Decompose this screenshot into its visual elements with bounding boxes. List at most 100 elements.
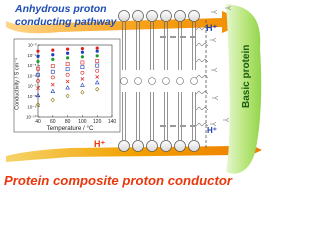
data-point <box>36 86 40 91</box>
membrane-head-top <box>146 10 158 22</box>
data-point <box>35 92 41 98</box>
amine-group <box>210 121 217 127</box>
data-point <box>65 93 70 99</box>
membrane-head-top <box>132 10 144 22</box>
x-tick-label: 100 <box>78 119 87 125</box>
data-point <box>50 69 55 74</box>
hydroxyl-mark <box>170 125 176 127</box>
data-point <box>80 65 85 70</box>
hydroxyl-mark <box>170 36 176 38</box>
graphical-abstract: Basic protein H⁺ H⁺ H⁺ Anhydrous proton … <box>4 3 262 188</box>
amine-group <box>212 95 219 101</box>
chain-junction <box>134 77 142 85</box>
data-point <box>95 63 100 68</box>
hydroxyl-mark <box>190 36 196 38</box>
amine-group <box>223 117 230 123</box>
diagram-canvas: Basic protein H⁺ H⁺ H⁺ Anhydrous proton … <box>4 3 262 188</box>
data-point <box>36 66 40 71</box>
data-point <box>95 54 99 58</box>
data-point <box>50 97 55 103</box>
data-point <box>95 49 99 53</box>
data-point <box>80 82 85 87</box>
membrane-head-top <box>118 10 130 22</box>
data-point <box>35 102 41 108</box>
x-tick-label: 80 <box>65 119 71 125</box>
amine-group <box>211 9 218 15</box>
data-point <box>80 60 85 65</box>
hydroxyl-mark <box>190 125 196 127</box>
data-point <box>50 88 56 93</box>
hydroxyl-mark <box>180 125 186 127</box>
polymer-chains <box>118 10 209 152</box>
chain-junction <box>120 77 128 85</box>
membrane-head-bottom <box>160 140 172 152</box>
data-point <box>65 72 70 77</box>
membrane-head-bottom <box>118 140 130 152</box>
side-chain-zigzag <box>195 42 209 47</box>
data-point <box>65 62 70 66</box>
data-point <box>95 68 100 73</box>
membrane-head-top <box>174 10 186 22</box>
y-tick-label: 10⁻⁵ <box>27 63 36 68</box>
chart-ylabel: Conductivity / S cm⁻¹ <box>15 58 21 110</box>
y-tick-label: 10⁻⁴ <box>27 53 36 58</box>
data-point <box>50 82 55 87</box>
hydroxyl-mark <box>180 36 186 38</box>
x-tick-label: 120 <box>93 119 102 125</box>
data-point <box>66 47 70 51</box>
data-point <box>95 86 100 92</box>
chain-junction <box>190 77 198 85</box>
footer-title: Protein composite proton conductor <box>4 173 233 188</box>
data-point <box>80 47 84 51</box>
chain-junction <box>176 77 184 85</box>
data-point <box>65 85 70 90</box>
amine-group-labels <box>210 5 232 127</box>
data-point <box>66 56 70 60</box>
data-point <box>95 75 100 79</box>
membrane-head-top <box>188 10 200 22</box>
y-tick-label: 10⁻⁸ <box>27 94 36 99</box>
data-point <box>36 72 40 77</box>
y-tick-label: 10⁻⁶ <box>27 73 36 78</box>
membrane-head-bottom <box>146 140 158 152</box>
data-point <box>66 51 70 55</box>
data-point <box>50 75 55 80</box>
data-point <box>51 48 55 52</box>
membrane-head-top <box>160 10 172 22</box>
data-point <box>36 54 40 58</box>
data-point <box>51 53 55 57</box>
data-point <box>50 64 55 68</box>
data-point <box>36 59 40 64</box>
basic-protein-region <box>226 4 262 174</box>
amine-group <box>211 67 218 73</box>
header-title-line1: Anhydrous proton <box>14 3 107 15</box>
x-tick-label: 60 <box>50 119 56 125</box>
chart-xlabel: Temperature / °C <box>47 125 94 132</box>
amine-group <box>210 37 217 43</box>
y-tick-label: 10⁻³ <box>28 43 37 48</box>
y-tick-label: 10⁻⁷ <box>28 84 37 89</box>
data-point <box>36 49 40 53</box>
x-tick-label: 140 <box>108 119 117 125</box>
h-plus-top: H⁺ <box>206 23 217 33</box>
side-chain-zigzag <box>195 122 209 127</box>
data-point <box>94 80 100 85</box>
data-point <box>95 46 99 50</box>
y-tick-label: 10⁻⁹ <box>27 104 36 109</box>
data-point <box>65 79 70 84</box>
hydroxyl-mark <box>160 36 166 38</box>
h-plus-middle: H⁺ <box>207 126 217 135</box>
top-proton-arrow <box>6 11 248 34</box>
data-point <box>80 50 84 54</box>
data-point <box>80 77 85 81</box>
x-tick-label: 40 <box>35 119 41 125</box>
header-title-line2: conducting pathway <box>15 16 118 28</box>
data-point <box>80 70 85 75</box>
chain-junction <box>148 77 156 85</box>
hydroxyl-mark <box>160 125 166 127</box>
plot-axes-box <box>37 44 113 118</box>
data-point <box>36 79 40 83</box>
data-point <box>95 59 100 63</box>
